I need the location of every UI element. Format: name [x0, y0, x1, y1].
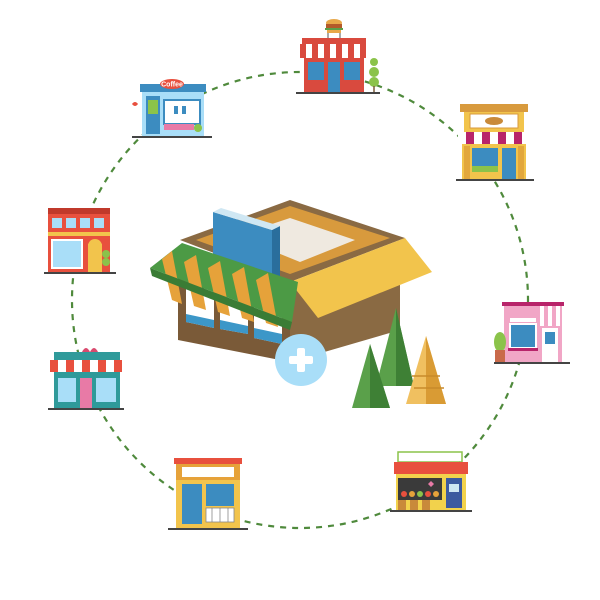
bakery-shop-icon — [456, 104, 534, 181]
plus-icon — [289, 348, 313, 372]
store-building-with-add-icon — [150, 200, 432, 362]
coffee-sign — [160, 79, 184, 89]
red-storefront-icon — [44, 208, 116, 274]
pink-beauty-shop-icon — [494, 302, 570, 364]
tree-group — [352, 308, 446, 408]
fruit-market-stall-icon — [390, 451, 472, 512]
burger-shop-icon — [296, 19, 380, 94]
teal-flower-shop-icon — [48, 348, 124, 410]
add-store-badge — [275, 334, 327, 386]
glass-front-shop-icon — [168, 458, 248, 530]
orbit-ring — [70, 70, 530, 530]
coffee-sign-text: Coffee — [161, 82, 183, 89]
coffee-shop-icon: Coffee — [132, 79, 212, 138]
